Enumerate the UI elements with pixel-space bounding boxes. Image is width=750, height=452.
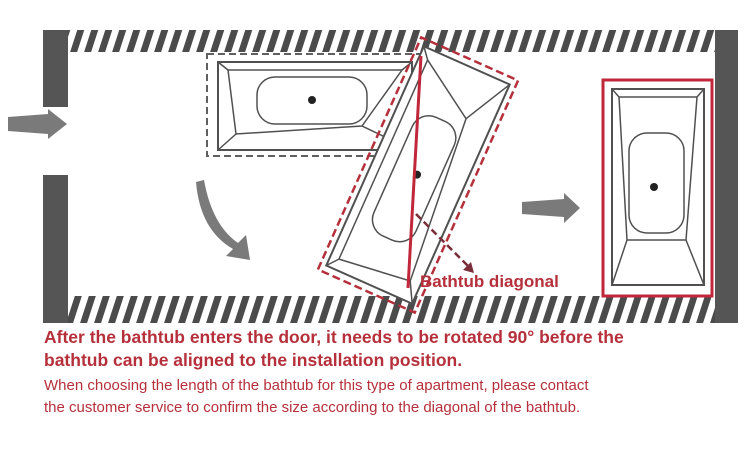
entrance-arrow-icon (8, 109, 67, 139)
drain-icon (308, 96, 316, 104)
sub-caption: When choosing the length of the bathtub … (44, 375, 744, 419)
bottom-wall (68, 296, 715, 323)
diagonal-pointer-icon (415, 213, 474, 273)
left-wall-lower (43, 175, 68, 323)
drain-icon (650, 183, 658, 191)
main-caption-line-1: After the bathtub enters the door, it ne… (44, 327, 624, 347)
right-wall (715, 30, 738, 323)
main-caption: After the bathtub enters the door, it ne… (44, 326, 744, 372)
rotate-arrow-icon (196, 180, 250, 260)
move-arrow-icon (522, 193, 580, 223)
floor-plan (8, 30, 738, 323)
diagonal-line (406, 55, 423, 289)
wall-structure (43, 30, 738, 323)
bathtub-installed (601, 78, 714, 298)
sub-caption-line-2: the customer service to confirm the size… (44, 399, 581, 416)
bathtub-diagonal-label: Bathtub diagonal (420, 272, 559, 291)
bathtub-rotating (316, 35, 520, 315)
sub-caption-line-1: When choosing the length of the bathtub … (44, 377, 589, 394)
top-wall (68, 30, 738, 52)
left-wall-upper (43, 30, 68, 107)
main-caption-line-2: bathtub can be aligned to the installati… (44, 350, 463, 370)
